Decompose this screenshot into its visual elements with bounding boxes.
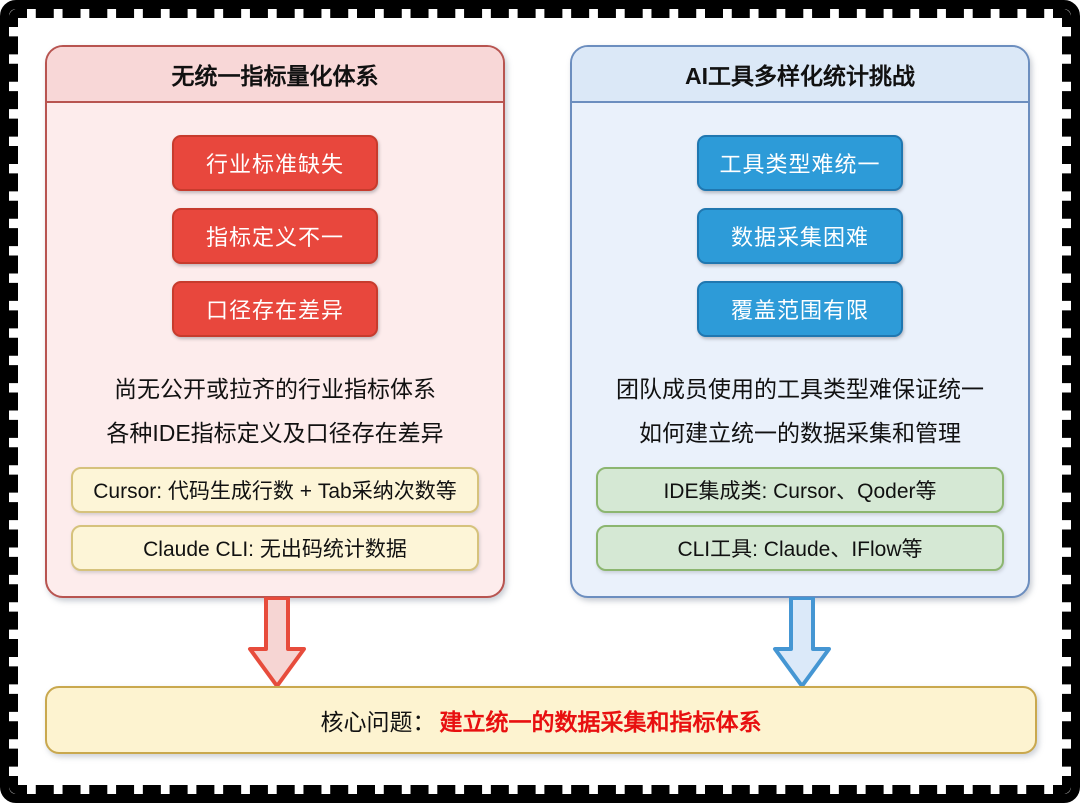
detail-box-ide-integrated: IDE集成类: Cursor、Qoder等 [596, 467, 1004, 513]
panel-right-description: 团队成员使用的工具类型难保证统一 如何建立统一的数据采集和管理 [616, 367, 984, 455]
core-problem-label: 核心问题： [320, 709, 436, 735]
panel-right-title: AI工具多样化统计挑战 [572, 47, 1028, 103]
panel-left-body: 行业标准缺失 指标定义不一 口径存在差异 尚无公开或拉齐的行业指标体系 各种ID… [47, 103, 503, 571]
panel-no-unified-metrics: 无统一指标量化体系 行业标准缺失 指标定义不一 口径存在差异 尚无公开或拉齐的行… [45, 45, 505, 598]
node-caliber-differences: 口径存在差异 [172, 281, 378, 337]
core-problem-bar: 核心问题： 建立统一的数据采集和指标体系 [45, 686, 1037, 754]
panel-right-body: 工具类型难统一 数据采集困难 覆盖范围有限 团队成员使用的工具类型难保证统一 如… [572, 103, 1028, 571]
node-metric-definition-differs: 指标定义不一 [172, 208, 378, 264]
down-arrow-right-icon [773, 597, 831, 688]
node-coverage-limited: 覆盖范围有限 [697, 281, 903, 337]
panel-left-title: 无统一指标量化体系 [47, 47, 503, 103]
description-line: 团队成员使用的工具类型难保证统一 [616, 376, 984, 402]
description-line: 如何建立统一的数据采集和管理 [639, 420, 961, 446]
node-data-collection-difficult: 数据采集困难 [697, 208, 903, 264]
node-industry-standard-missing: 行业标准缺失 [172, 135, 378, 191]
down-arrow-left-icon [248, 597, 306, 688]
detail-box-cli-tools: CLI工具: Claude、IFlow等 [596, 525, 1004, 571]
core-problem-highlight: 建立统一的数据采集和指标体系 [439, 709, 762, 735]
inner-dashed-border [9, 9, 1071, 794]
detail-box-claude-cli: Claude CLI: 无出码统计数据 [71, 525, 479, 571]
description-line: 各种IDE指标定义及口径存在差异 [106, 420, 444, 446]
panel-ai-tool-diversity: AI工具多样化统计挑战 工具类型难统一 数据采集困难 覆盖范围有限 团队成员使用… [570, 45, 1030, 598]
panel-left-description: 尚无公开或拉齐的行业指标体系 各种IDE指标定义及口径存在差异 [106, 367, 443, 455]
detail-box-cursor: Cursor: 代码生成行数 + Tab采纳次数等 [71, 467, 479, 513]
node-tool-types-hard-to-unify: 工具类型难统一 [697, 135, 903, 191]
description-line: 尚无公开或拉齐的行业指标体系 [114, 376, 436, 402]
